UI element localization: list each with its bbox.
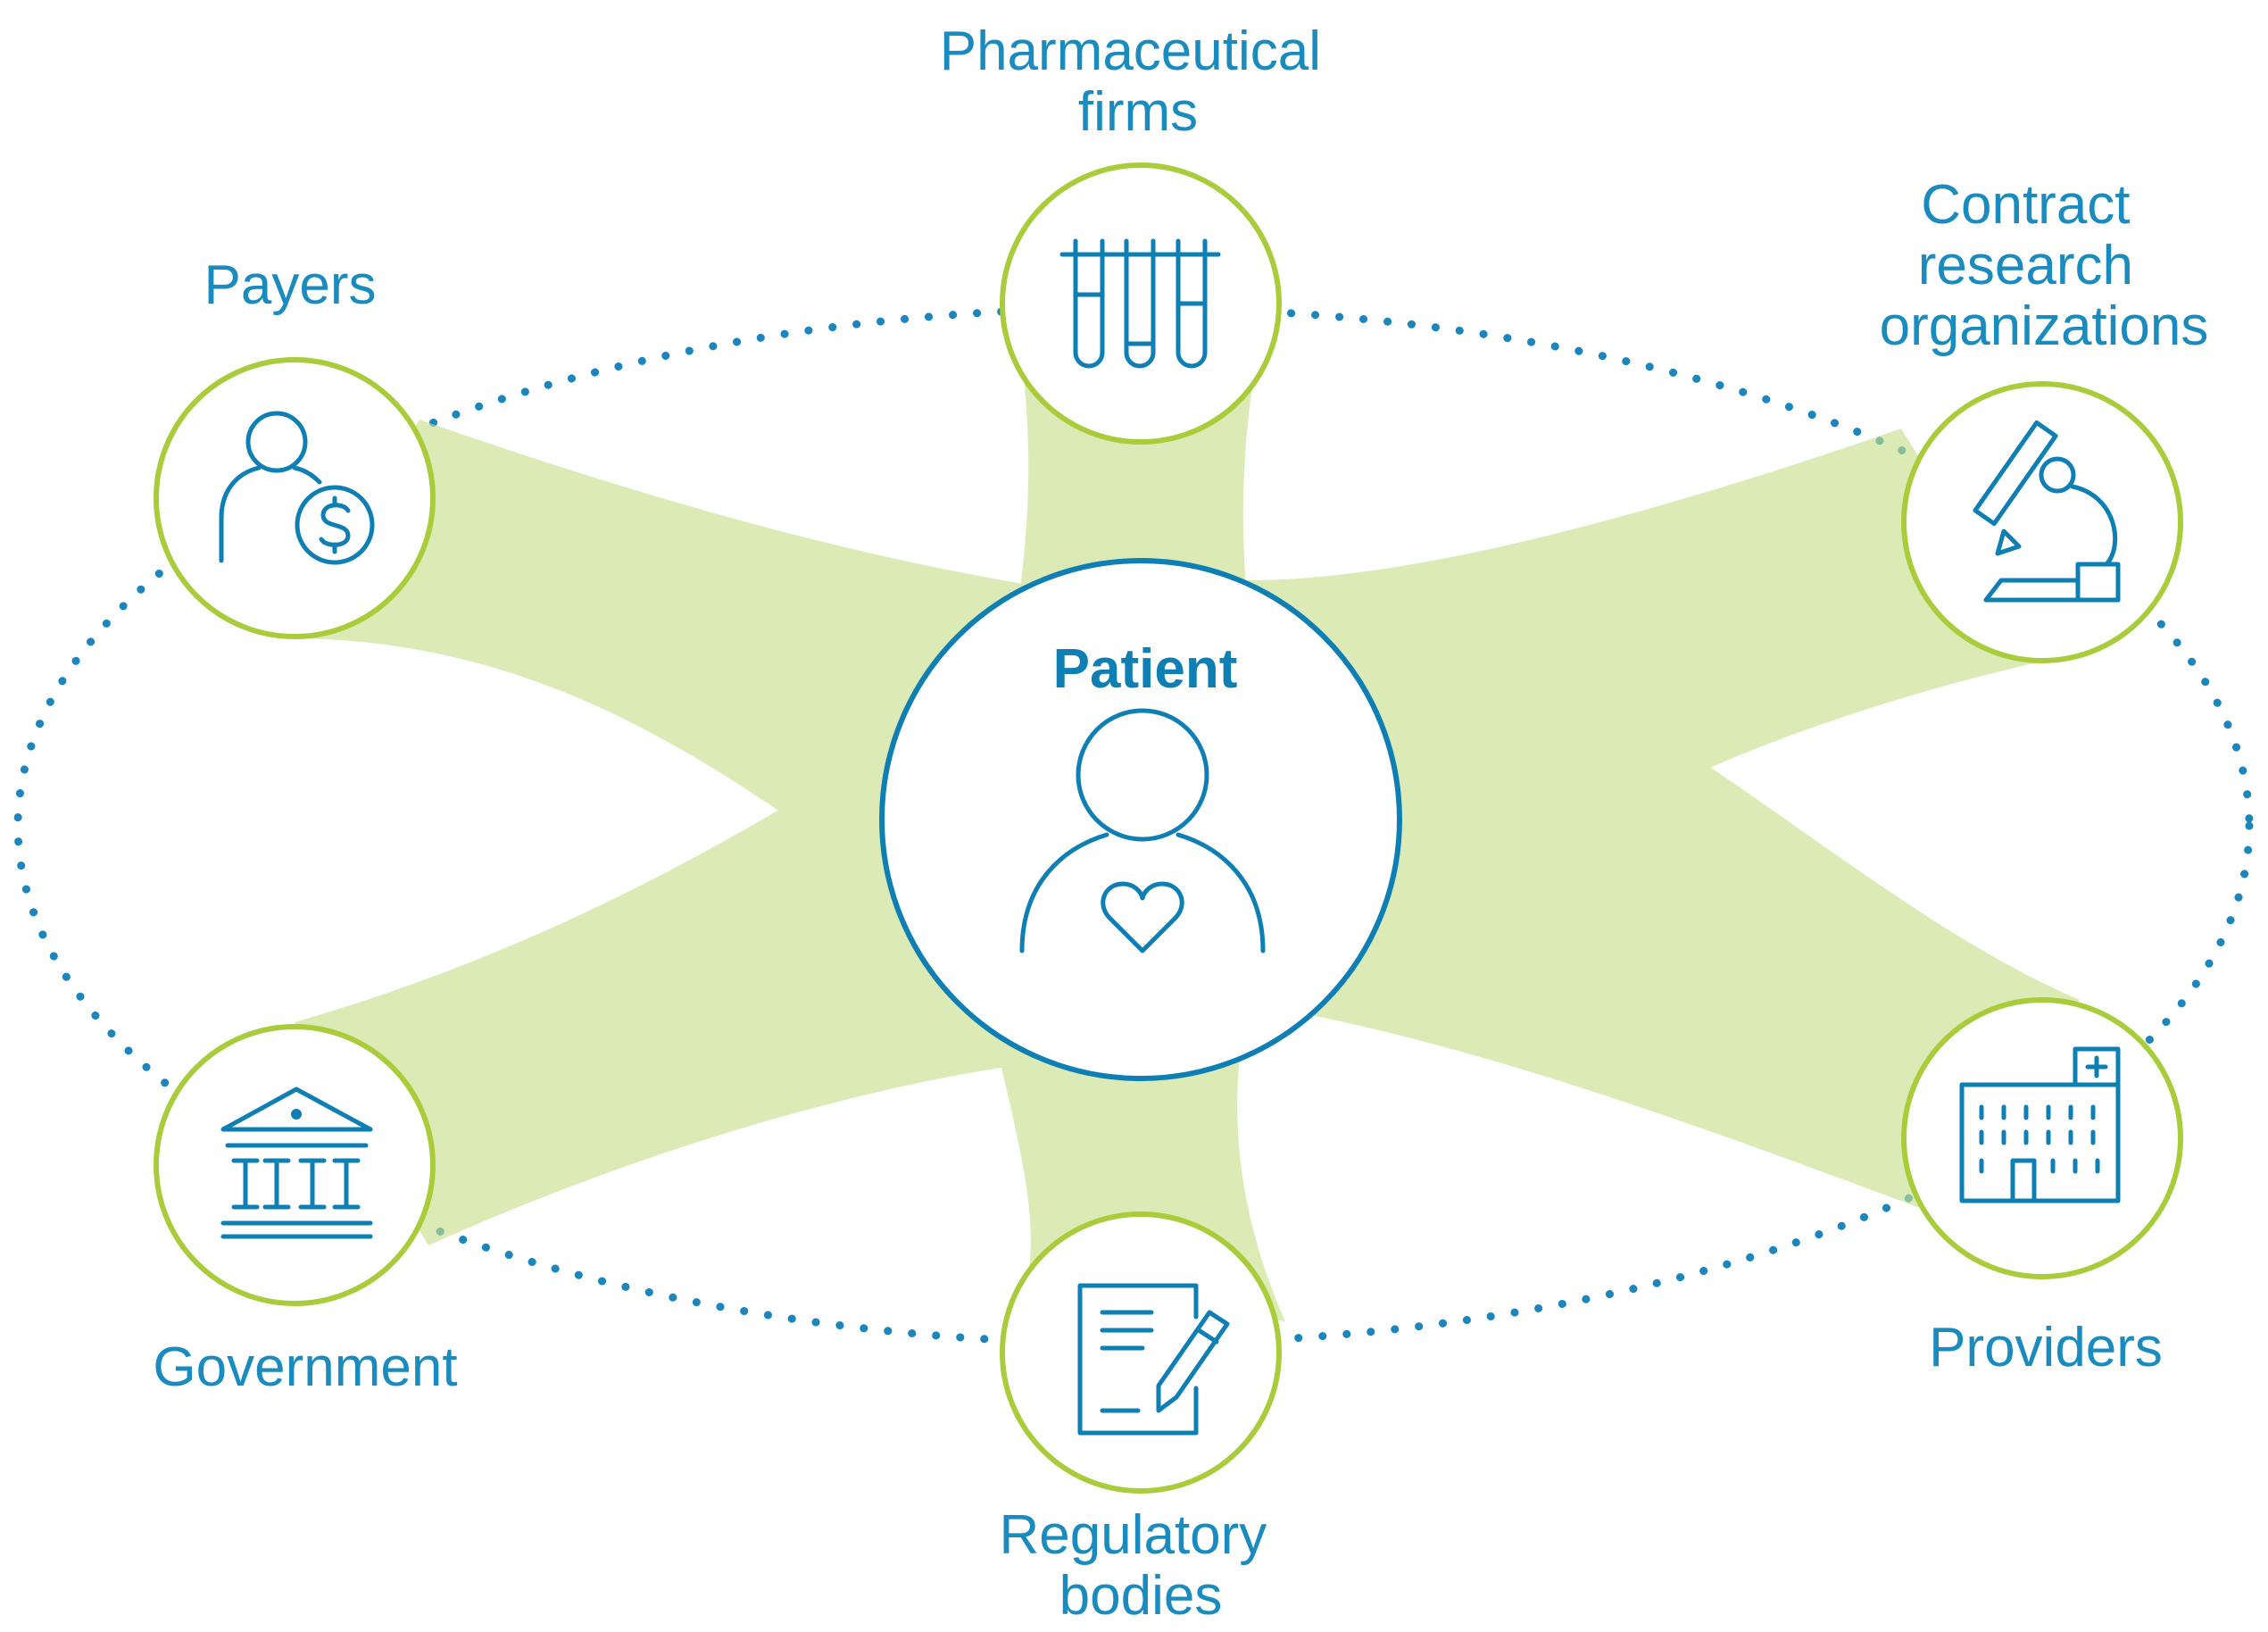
cro-label-line-2: research (1918, 235, 2133, 296)
providers-label: Providers (1929, 1317, 2163, 1378)
pharma-label-line-1: Pharmaceutical (940, 21, 1321, 82)
microscope-icon (1973, 420, 2121, 603)
pharma-node: Pharmaceutical firms (940, 21, 1337, 445)
providers-node: Providers (1901, 997, 2183, 1378)
dotted-network-ring (13, 304, 2254, 1348)
regulatory-node: Regulatory bodies (999, 1212, 1282, 1627)
government-building-icon (220, 1087, 373, 1239)
payers-label: Payers (204, 254, 377, 316)
regulatory-circle (1000, 1212, 1282, 1494)
patient-label: Patient (1053, 638, 1238, 700)
providers-label-line-1: Providers (1929, 1317, 2163, 1378)
regulatory-label-line-2: bodies (1059, 1565, 1223, 1627)
cro-label: Contract research organizations (1880, 174, 2209, 357)
cro-circle (1901, 381, 2183, 663)
government-label-line-1: Government (153, 1336, 457, 1398)
payers-label-line-1: Payers (204, 254, 377, 316)
hospital-icon (1959, 1046, 2121, 1203)
person-dollar-icon (219, 411, 375, 565)
pharma-label: Pharmaceutical firms (940, 21, 1337, 143)
cro-label-line-1: Contract (1921, 174, 2130, 236)
regulatory-label: Regulatory bodies (999, 1504, 1282, 1627)
cro-label-line-3: organizations (1880, 296, 2209, 357)
government-node: Government (153, 1024, 458, 1398)
pharma-label-line-2: firms (1078, 81, 1198, 143)
government-circle (154, 1024, 436, 1306)
payers-node: Payers (154, 254, 436, 639)
government-label: Government (153, 1336, 457, 1398)
payers-circle (154, 357, 436, 639)
pharma-circle (1000, 162, 1282, 445)
patient-circle (879, 558, 1402, 1081)
test-tubes-icon (1059, 238, 1221, 369)
regulatory-label-line-1: Regulatory (999, 1504, 1267, 1566)
patient-node: Patient (879, 558, 1402, 1081)
providers-circle (1901, 997, 2183, 1279)
patient-heart-icon (1019, 708, 1266, 953)
document-pen-icon (1077, 1283, 1230, 1436)
cro-node: Contract research organizations (1880, 174, 2209, 663)
